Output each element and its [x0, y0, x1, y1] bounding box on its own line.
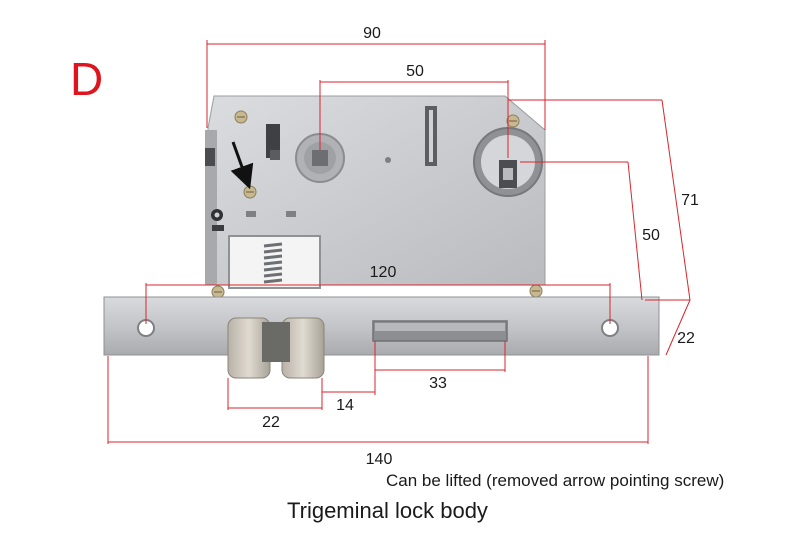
note-caption: Can be lifted (removed arrow pointing sc…	[386, 471, 725, 490]
dim-thickness-22: 22	[677, 330, 695, 347]
dim-backset-50: 50	[406, 63, 424, 80]
spindle-hub	[295, 133, 345, 183]
case-screw	[243, 185, 257, 199]
title-caption: Trigeminal lock body	[287, 498, 488, 523]
dim-deadbolt-33: 33	[429, 375, 447, 392]
case-screw	[506, 114, 520, 128]
dim-gap-14: 14	[336, 397, 354, 414]
dim-center-50: 50	[642, 227, 660, 244]
faceplate	[103, 296, 660, 356]
dim-width-90: 90	[363, 25, 381, 42]
square-slot	[266, 124, 280, 158]
dim-latch-22: 22	[262, 414, 280, 431]
case-screw	[211, 285, 225, 299]
dim-height-71: 71	[681, 192, 699, 209]
lock-case	[205, 95, 546, 299]
cylinder-hole	[473, 127, 543, 197]
spring	[263, 242, 283, 284]
latch-bolt	[227, 317, 325, 379]
case-screw	[529, 284, 543, 298]
case-screw	[234, 110, 248, 124]
variant-letter: D	[70, 53, 104, 105]
screw-arrow	[230, 141, 254, 190]
dim-length-140: 140	[366, 451, 393, 468]
dimension-lines	[107, 40, 691, 444]
dim-faceplate-screws-120: 120	[370, 264, 397, 281]
